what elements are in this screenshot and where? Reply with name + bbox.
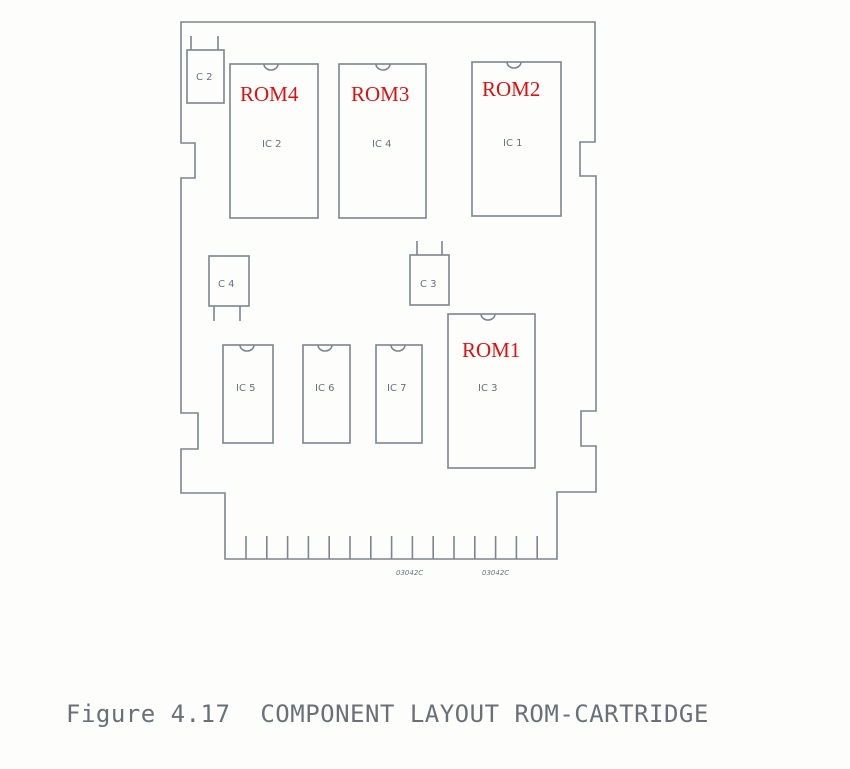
connector-fingers xyxy=(245,536,539,559)
rom2-label: ROM2 xyxy=(482,77,540,101)
chip-ic6: IC 6 xyxy=(302,344,351,444)
c3-label: C 3 xyxy=(420,279,437,290)
rom1-label: ROM1 xyxy=(462,338,520,362)
ic6-label: IC 6 xyxy=(315,383,334,394)
ic2-label: IC 2 xyxy=(262,139,281,150)
c2-label: C 2 xyxy=(196,72,213,83)
board-outline xyxy=(180,21,597,560)
capacitor-c3: C 3 xyxy=(409,241,450,306)
ic5-label: IC 5 xyxy=(236,383,255,394)
chip-ic3: ROM1 IC 3 xyxy=(447,313,536,469)
capacitor-c2: C 2 xyxy=(186,36,225,104)
ic7-label: IC 7 xyxy=(387,383,406,394)
rom3-label: ROM3 xyxy=(351,82,409,106)
connector-code-1: 03042C xyxy=(396,569,423,577)
figure-caption: Figure 4.17 COMPONENT LAYOUT ROM-CARTRID… xyxy=(66,700,709,728)
ic4-label: IC 4 xyxy=(372,139,391,150)
chip-ic7: IC 7 xyxy=(375,344,423,444)
rom4-label: ROM4 xyxy=(240,82,299,106)
connector-code-2: 03042C xyxy=(482,569,509,577)
c4-label: C 4 xyxy=(218,279,235,290)
chip-ic5: IC 5 xyxy=(222,344,274,444)
ic3-label: IC 3 xyxy=(478,383,497,394)
capacitor-c4: C 4 xyxy=(208,255,250,321)
chip-ic2: ROM4 IC 2 xyxy=(229,63,319,219)
ic1-label: IC 1 xyxy=(503,138,522,149)
chip-ic4: ROM3 IC 4 xyxy=(338,63,427,219)
chip-ic1: ROM2 IC 1 xyxy=(471,61,562,217)
